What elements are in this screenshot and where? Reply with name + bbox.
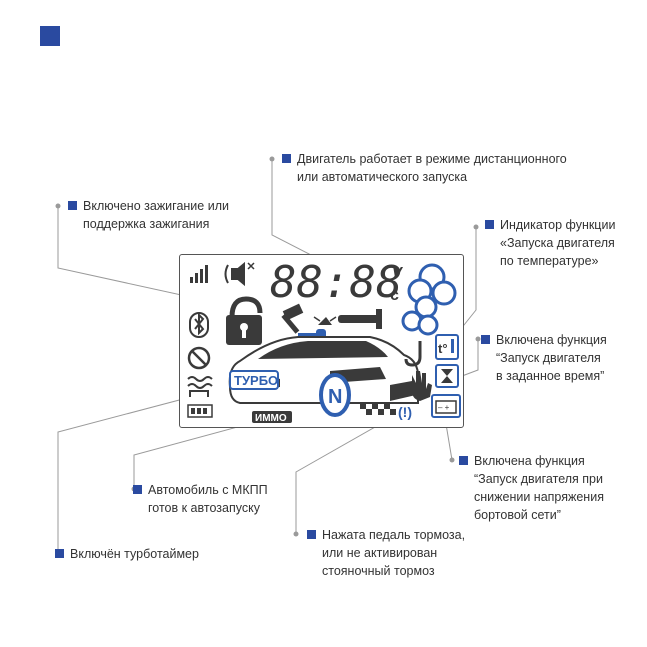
bullet-marker xyxy=(485,220,494,229)
section-marker xyxy=(40,26,60,46)
svg-text:t°: t° xyxy=(438,341,448,356)
callout-line: Индикатор функции xyxy=(500,218,616,232)
callout-brake: Нажата педаль тормоза, или не активирова… xyxy=(307,526,466,580)
sound-muted-icon xyxy=(224,261,255,287)
callout-line: Включена функция xyxy=(496,333,607,347)
bullet-marker xyxy=(459,456,468,465)
bullet-marker xyxy=(133,485,142,494)
bullet-marker xyxy=(481,335,490,344)
siren-icon xyxy=(313,316,337,325)
callout-line: Двигатель работает в режиме дистанционно… xyxy=(297,152,567,166)
callout-line: “Запуск двигателя при xyxy=(474,472,603,486)
battery-level-icon xyxy=(187,404,213,418)
callout-line: Включено зажигание или xyxy=(83,199,229,213)
callout-line: готов к автозапуску xyxy=(148,501,260,515)
hand-icon xyxy=(412,371,432,401)
service-off-icon xyxy=(187,346,211,370)
callout-line: Нажата педаль тормоза, xyxy=(322,528,466,542)
tow-hook-icon xyxy=(404,341,422,367)
trunk-icon xyxy=(189,390,209,397)
timer-start-icon xyxy=(435,364,459,388)
callout-ignition: Включено зажигание или поддержка зажиган… xyxy=(68,197,229,233)
temperature-start-icon: t° xyxy=(435,334,459,360)
lcd-display: 88:88 V c xyxy=(179,254,464,428)
callout-line: или автоматического запуска xyxy=(297,170,468,184)
callout-line: Включена функция xyxy=(474,454,585,468)
callout-line: или не активирован xyxy=(322,546,438,560)
lcd-digits: 88:88 xyxy=(270,257,402,308)
turbo-label: ТУРБО xyxy=(234,373,278,388)
signal-icon xyxy=(190,265,208,283)
callout-temperature-start: Индикатор функции «Запуска двигателя по … xyxy=(485,216,616,270)
turbo-badge: ТУРБО xyxy=(229,370,279,390)
bullet-marker xyxy=(68,201,77,210)
road-pattern xyxy=(360,403,396,415)
callout-line: в заданное время” xyxy=(496,369,605,383)
heater-icon xyxy=(187,376,213,389)
callout-turbo-timer: Включён турботаймер xyxy=(55,545,199,563)
bluetooth-icon xyxy=(189,312,209,338)
neutral-gear-label: N xyxy=(328,386,342,408)
callout-line: поддержка зажигания xyxy=(83,217,210,231)
callout-voltage-start: Включена функция “Запуск двигателя при с… xyxy=(459,452,604,524)
exhaust-cloud-icon xyxy=(401,263,457,336)
bullet-marker xyxy=(55,549,64,558)
callout-line: “Запуск двигателя xyxy=(496,351,601,365)
callout-line: Автомобиль с МКПП xyxy=(148,483,268,497)
callout-line: по температуре» xyxy=(500,254,599,268)
bullet-marker xyxy=(282,154,291,163)
lcd-unit-v: V xyxy=(392,264,404,281)
callout-line: стояночный тормоз xyxy=(322,564,435,578)
callout-line: «Запуска двигателя xyxy=(500,236,615,250)
bullet-marker xyxy=(307,530,316,539)
svg-text:– +: – + xyxy=(438,403,450,412)
callout-line: снижении напряжения xyxy=(474,490,604,504)
hammer-icon xyxy=(281,303,304,334)
exhaust-pipe-icon xyxy=(338,309,382,329)
callout-time-start: Включена функция “Запуск двигателя в зад… xyxy=(481,331,607,385)
immo-label: ИММО xyxy=(255,413,287,424)
immo-indicator: ИММО xyxy=(252,411,292,424)
callout-manual-gearbox: Автомобиль с МКПП готов к автозапуску xyxy=(133,481,268,517)
callout-remote-start: Двигатель работает в режиме дистанционно… xyxy=(282,150,567,186)
voltage-start-icon: – + xyxy=(431,394,461,418)
brake-indicator: (!) xyxy=(398,404,412,420)
callout-line: бортовой сети” xyxy=(474,508,561,522)
lcd-unit-c: c xyxy=(390,287,399,304)
lock-icon xyxy=(226,296,263,345)
callout-line: Включён турботаймер xyxy=(70,547,199,561)
